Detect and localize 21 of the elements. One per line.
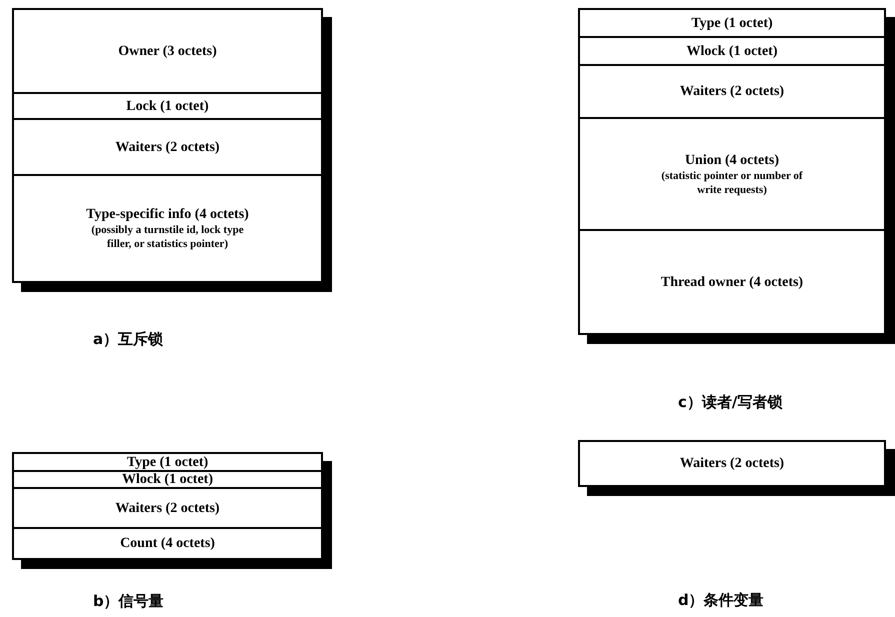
field-note: (possibly a turnstile id, lock type filler, or statistics pointer): [90, 223, 245, 251]
field-label: Waiters (2 octets): [680, 83, 784, 100]
field-label: Type (1 octet): [691, 14, 773, 32]
field-row: [14, 470, 321, 487]
figure-caption: d）条件变量: [678, 591, 764, 610]
field-label: Union (4 octets): [684, 152, 780, 168]
field-label: Waiters (2 octets): [680, 455, 784, 472]
field-label: Wlock (1 octet): [122, 471, 213, 488]
figure-caption: b）信号量: [93, 592, 164, 611]
field-label: Count (4 octets): [120, 535, 215, 552]
field-label: Waiters (2 octets): [115, 500, 220, 516]
figure-caption: a）互斥锁: [93, 330, 164, 349]
field-label: Waiters (2 octets): [115, 138, 220, 156]
field-label: Wlock (1 octet): [686, 42, 778, 60]
figure-caption: c）读者/写者锁: [678, 393, 782, 412]
field-note: (statistic pointer or number of write requests): [660, 168, 804, 196]
field-label: Lock (1 octet): [126, 98, 209, 114]
field-label: Owner (3 octets): [118, 42, 217, 60]
field-label: Thread owner (4 octets): [660, 274, 804, 290]
field-label: Type-specific info (4 octets): [86, 206, 249, 223]
field-label: Type (1 octet): [126, 454, 208, 470]
